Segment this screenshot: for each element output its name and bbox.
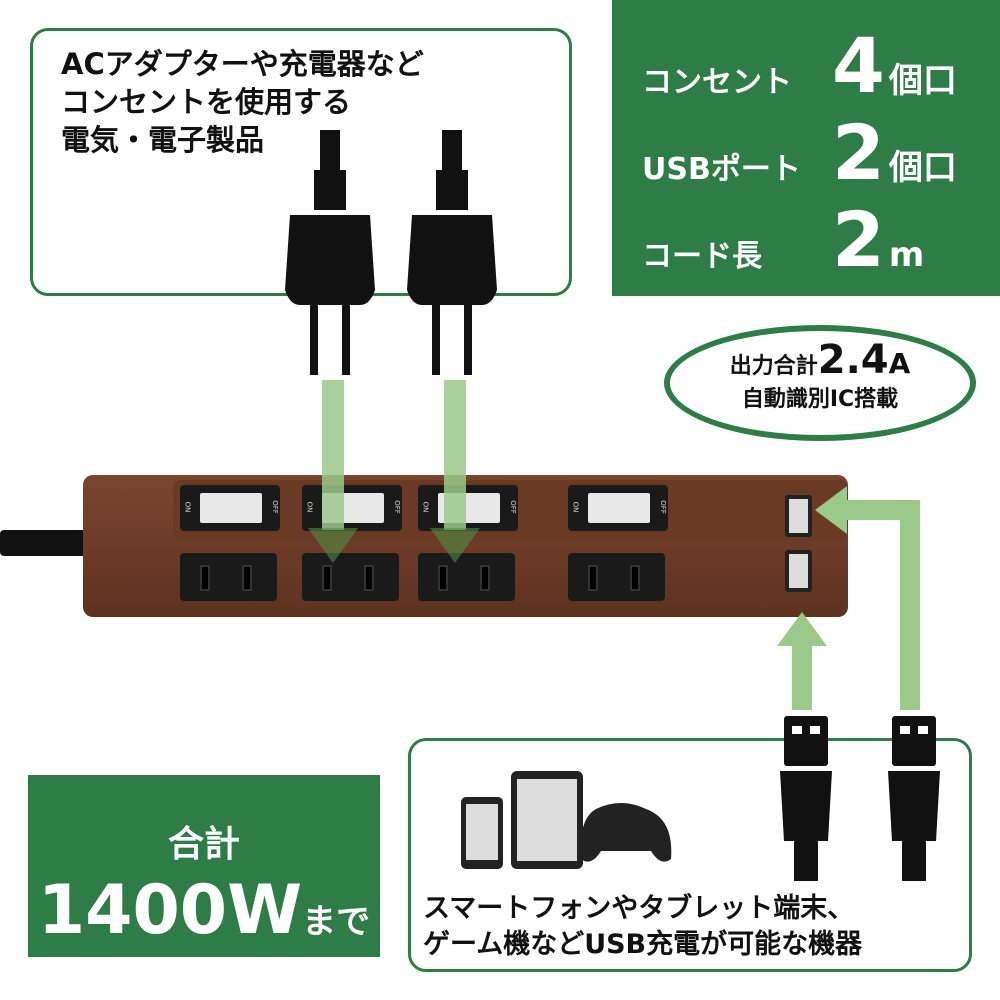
spec-value-outlets: 4 bbox=[832, 21, 885, 110]
usb-plug-icon bbox=[888, 716, 940, 881]
arrow-to-outlet bbox=[444, 380, 466, 530]
switch-off-label: OFF bbox=[393, 500, 402, 514]
spec-label-outlets: コンセント bbox=[642, 65, 792, 100]
rocker-switch[interactable]: ON OFF bbox=[568, 485, 668, 531]
switch-on-label: ON bbox=[305, 501, 314, 513]
usb-devices-line-1: スマートフォンやタブレット端末、 bbox=[423, 893, 855, 924]
usb-port bbox=[785, 495, 812, 537]
ac-plugs bbox=[285, 130, 497, 375]
total-label: 合計 bbox=[167, 824, 240, 865]
rocker-switch[interactable]: ON OFF bbox=[180, 485, 280, 531]
arrow-head bbox=[308, 528, 358, 563]
switch-on-label: ON bbox=[183, 501, 192, 513]
gamepad-icon bbox=[580, 803, 672, 862]
arrow-to-outlet bbox=[322, 380, 344, 530]
ac-outlet bbox=[568, 553, 665, 601]
total-suffix: まで bbox=[302, 902, 371, 942]
usb-devices-box: スマートフォンやタブレット端末、 ゲーム機などUSB充電が可能な機器 bbox=[408, 716, 972, 972]
spec-value-cord: 2 bbox=[832, 195, 885, 284]
usb-output-badge: 出力合計2.4A 自動識別IC搭載 bbox=[664, 325, 976, 441]
spec-label-usb: USBポート bbox=[642, 152, 801, 187]
arrow-head bbox=[815, 486, 847, 534]
total-power-panel: 合計 1400Wまで bbox=[28, 775, 380, 957]
ac-plug-icon bbox=[285, 130, 375, 375]
badge-unit: A bbox=[888, 347, 911, 380]
switch-off-label: OFF bbox=[271, 500, 280, 514]
switch-on-label: ON bbox=[571, 501, 580, 513]
badge-prefix: 出力合計 bbox=[729, 354, 818, 379]
ac-devices-line-3: 電気・電子製品 bbox=[61, 123, 265, 157]
arrow-to-usb-2 bbox=[900, 500, 920, 710]
spec-label-cord: コード長 bbox=[642, 239, 762, 274]
badge-value: 2.4 bbox=[817, 337, 889, 383]
switch-off-label: OFF bbox=[659, 500, 668, 514]
spec-value-usb: 2 bbox=[832, 108, 885, 197]
usb-port bbox=[785, 550, 812, 592]
usb-plug-icon bbox=[780, 716, 832, 881]
switch-rocker bbox=[588, 493, 650, 523]
rocker-switch[interactable]: ON OFF bbox=[302, 485, 402, 531]
arrow-head bbox=[777, 612, 827, 646]
spec-unit-usb: 個口 bbox=[888, 148, 957, 188]
arrow-to-usb-2 bbox=[845, 500, 920, 520]
device-icons bbox=[461, 771, 672, 869]
spec-unit-cord: m bbox=[888, 235, 925, 275]
badge-line2: 自動識別IC搭載 bbox=[741, 387, 899, 412]
ac-devices-line-1: ACアダプターや充電器など bbox=[61, 47, 424, 81]
total-value: 1400W bbox=[37, 871, 303, 950]
switch-off-label: OFF bbox=[509, 500, 518, 514]
usb-plugs bbox=[780, 716, 940, 881]
spec-unit-outlets: 個口 bbox=[888, 61, 957, 101]
rocker-switch[interactable]: ON OFF bbox=[418, 485, 518, 531]
usb-devices-line-2: ゲーム機などUSB充電が可能な機器 bbox=[423, 929, 863, 960]
switch-on-label: ON bbox=[421, 501, 430, 513]
switch-rocker bbox=[200, 493, 262, 523]
arrow-to-usb-1 bbox=[792, 645, 812, 710]
arrow-head bbox=[430, 528, 480, 563]
ac-outlet bbox=[180, 553, 277, 601]
power-cord bbox=[0, 530, 90, 556]
ac-devices-line-2: コンセントを使用する bbox=[61, 85, 352, 119]
ac-plug-icon bbox=[407, 130, 497, 375]
